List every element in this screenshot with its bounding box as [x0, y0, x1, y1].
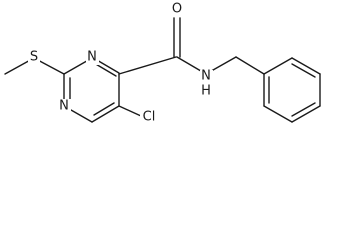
atom-chlorine: Cl [140, 109, 158, 125]
bond-c5-c4-inner [93, 102, 115, 116]
atom-label-o: O [172, 2, 182, 17]
bond-ph-5-6 [263, 105, 293, 123]
atom-labels: S N N O N H Cl [28, 1, 213, 125]
bond-c6-carbonyl-c [118, 56, 177, 75]
bond-c5-c4-double [91, 105, 120, 123]
atom-label-n1: N [87, 50, 97, 65]
atom-label-n3: N [59, 99, 69, 114]
bonds [4, 17, 321, 123]
atom-label-n-amide: N [201, 69, 211, 84]
chemical-structure: S N N O N H Cl [4, 1, 321, 125]
atom-nitrogen-n3: N [58, 99, 71, 114]
atom-nitrogen-n1: N [86, 50, 99, 65]
bond-ph-2-3 [291, 57, 321, 75]
bond-ph-inner-a [291, 63, 316, 78]
atom-nitrogen-amide: N H [200, 69, 213, 99]
atom-sulfur: S [28, 50, 40, 65]
atom-label-s: S [30, 50, 38, 65]
bond-c5-cl [118, 105, 142, 117]
atom-label-cl: Cl [143, 110, 156, 125]
atom-oxygen: O [171, 1, 184, 17]
bond-n1-c6-inner [93, 62, 117, 77]
bond-ph-1-2 [263, 57, 293, 75]
bond-ph-inner-b [291, 102, 316, 117]
bond-ph-4-5 [291, 105, 321, 123]
bond-ch2-ring [235, 56, 265, 75]
atom-label-h-amide: H [201, 84, 211, 99]
